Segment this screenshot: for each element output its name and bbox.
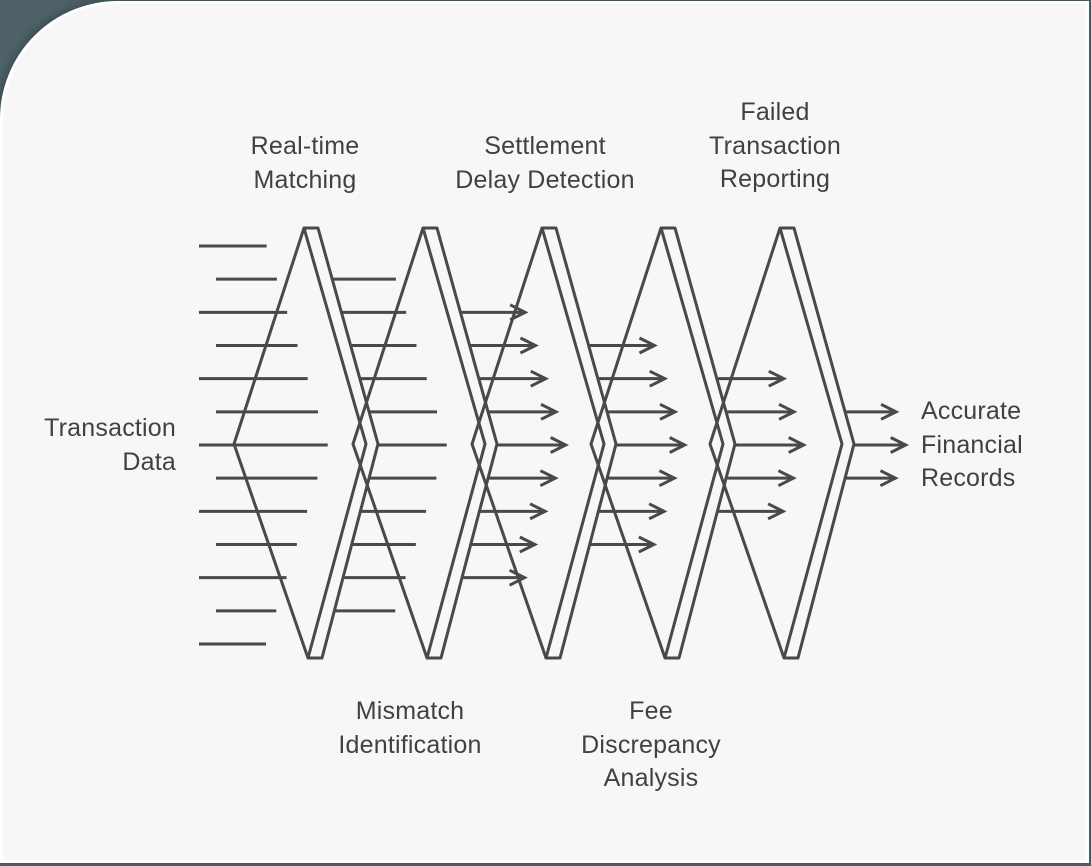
filter-blades [232,226,856,660]
arrowhead-icon [519,336,539,355]
arrowhead-icon [519,535,539,554]
flow-segment [846,402,910,488]
flow-lines [199,244,910,646]
stage-label-settlement-delay-detection: Settlement Delay Detection [375,130,715,197]
arrowhead-icon [659,402,679,421]
stage-label-line: Delay Detection [455,165,635,194]
diamond-band-edge [421,226,499,660]
arrowhead-icon [767,502,787,521]
flow-segment [199,244,328,646]
filter-diamond [708,226,856,660]
flow-segment [333,277,447,613]
arrowhead-icon [777,469,797,488]
diamond-band-edge [302,226,380,660]
arrowhead-icon [669,436,689,454]
arrowhead-icon [768,369,788,388]
arrowhead-icon [540,402,560,421]
stage-label-line: Real-time [250,132,360,160]
stage-label-mismatch-identification: Mismatch Identification [240,695,580,762]
stage-label-line: Transaction [709,131,841,160]
stage-label-real-time-matching: Real-time Matching [135,130,475,197]
flow-segment [461,303,570,587]
arrowhead-icon [880,402,900,421]
arrowhead-icon [550,436,570,454]
stage-label-line: Mismatch [355,697,465,725]
stage-label-line: Identification [338,730,482,759]
arrowhead-icon [529,502,549,521]
stage-label-failed-transaction-reporting: Failed Transaction Reporting [605,96,945,197]
arrowhead-icon [648,502,668,521]
arrowhead-icon [778,402,798,421]
stage-label-line: Failed [740,98,810,126]
arrowhead-icon [788,436,808,454]
stage-label-line: Fee [629,697,673,725]
arrowhead-icon [649,369,669,388]
diamond-left-edge [232,227,310,659]
diamond-band-edge [540,226,618,660]
diamond-left-edge [589,227,667,659]
arrowhead-icon [658,469,678,488]
input-data-label-line: Data [122,447,176,476]
stage-label-line: Matching [253,165,357,194]
arrowhead-icon [638,336,658,355]
filter-diamond [351,226,499,660]
stage-label-line: Reporting [719,165,831,193]
stage-label-line: Analysis [603,764,699,792]
filter-diamond [470,226,618,660]
diamond-left-edge [470,227,548,659]
diamond-left-edge [351,227,429,659]
stage-label-fee-discrepancy-analysis: Fee Discrepancy Analysis [481,695,821,796]
arrowhead-icon [539,469,559,488]
stage-label-line: Discrepancy [581,730,721,759]
input-data-label-line: Transaction [44,414,176,442]
arrowhead-icon [530,369,550,388]
diamond-band-edge [659,226,737,660]
output-result-label: Accurate Financial Records [921,395,1091,496]
arrowhead-icon [508,568,528,587]
arrowhead-icon [890,436,910,454]
filter-diamond [232,226,380,660]
filter-diamond [589,226,737,660]
output-result-label-line: Records [921,464,1016,492]
arrowhead-icon [638,535,658,554]
diamond-band-edge [778,226,856,660]
diamond-left-edge [708,227,786,659]
stage-label-line: Settlement [484,132,606,160]
input-data-label: Transaction Data [0,412,176,479]
output-result-label-line: Financial [921,430,1023,459]
output-result-label-line: Accurate [921,397,1022,425]
arrowhead-icon [879,469,899,488]
flow-segment [718,369,808,521]
